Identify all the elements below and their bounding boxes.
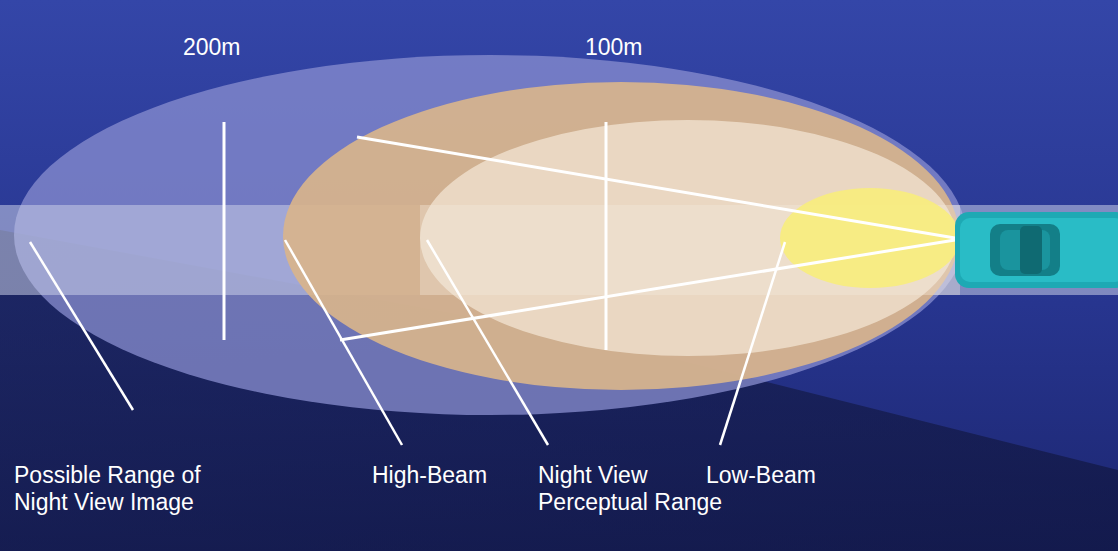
range-label: Possible Range of Night View Image [14,462,229,516]
high-beam-range [283,82,959,390]
distance-label: 200m [183,34,241,61]
leader-lines [30,240,785,445]
range-label: High-Beam [372,462,487,489]
car [955,212,1118,288]
view-lines [224,122,955,350]
distance-label: 100m [585,34,643,61]
low-beam-range [780,188,960,288]
range-label: Low-Beam [706,462,816,489]
range-label: Night View Perceptual Range [538,462,723,516]
